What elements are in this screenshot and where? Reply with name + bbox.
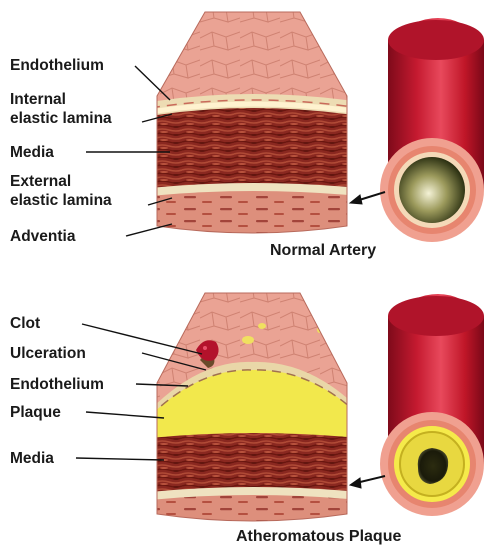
connector-arrows <box>350 192 385 488</box>
label-endothelium-plaque: Endothelium <box>10 375 104 394</box>
caption-normal-artery: Normal Artery <box>270 242 376 260</box>
normal-artery-tube <box>380 18 484 242</box>
label-clot: Clot <box>10 314 40 333</box>
label-media-normal: Media <box>10 143 54 162</box>
plaque-wall-block <box>150 280 360 530</box>
label-media-plaque: Media <box>10 449 54 468</box>
label-internal-elastic-lamina: Internal elastic lamina <box>10 90 112 128</box>
label-adventia: Adventia <box>10 227 75 246</box>
label-external-elastic-lamina: External elastic lamina <box>10 172 112 210</box>
label-ulceration: Ulceration <box>10 344 86 363</box>
normal-wall-block <box>150 0 360 250</box>
plaque-artery-tube <box>380 294 484 516</box>
label-plaque: Plaque <box>10 403 61 422</box>
caption-atheromatous-plaque: Atheromatous Plaque <box>236 528 401 546</box>
label-endothelium-normal: Endothelium <box>10 56 104 75</box>
